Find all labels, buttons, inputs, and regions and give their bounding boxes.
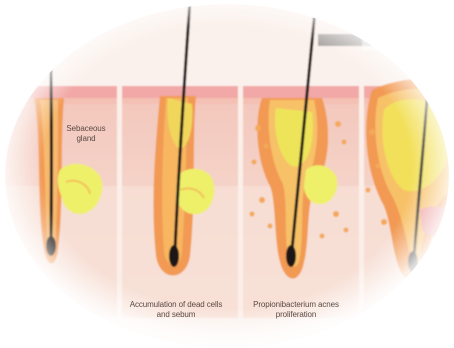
- sebaceous-gland-label: Sebaceous gland: [66, 124, 106, 144]
- stage3-caption: Propionibacterium acnes proliferation: [246, 300, 346, 320]
- stage2-caption: Accumulation of dead cells and sebum: [124, 300, 228, 320]
